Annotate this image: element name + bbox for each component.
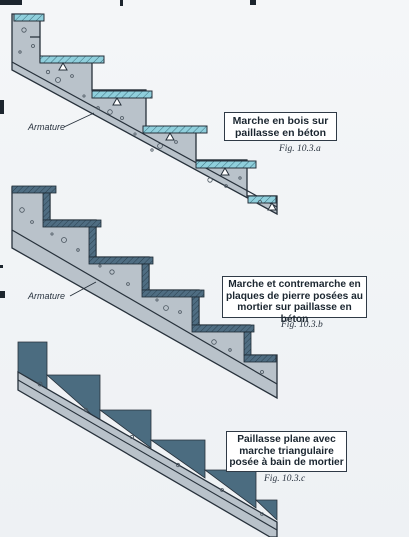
caption-b: Marche et contremarche en plaques de pie… <box>222 276 367 325</box>
caption-b-line-3: mortier sur paillasse en béton <box>237 302 352 326</box>
wood-tread <box>195 160 257 169</box>
rebar-b <box>11 229 278 385</box>
wood-tread <box>39 55 105 64</box>
armature-label-b: Armature <box>28 291 66 301</box>
caption-a: Marche en bois sur paillasse en béton <box>224 112 337 141</box>
caption-b-line-2: plaques de pierre posées au <box>225 290 364 302</box>
caption-a-line-2: paillasse en béton <box>234 127 327 140</box>
header-bar <box>0 0 256 6</box>
wood-tread <box>142 125 208 134</box>
margin-marks <box>0 100 5 298</box>
rebar-a <box>11 61 278 208</box>
aggregate <box>37 381 264 516</box>
armature-label-a: Armature <box>28 122 66 132</box>
stair-figure-a <box>11 13 278 216</box>
aggregate <box>19 207 264 374</box>
aggregate <box>18 27 262 204</box>
fig-label-c: Fig. 10.3.c <box>264 474 306 484</box>
fig-label-b: Fig. 10.3.b <box>281 320 323 330</box>
caption-c-line-1: Paillasse plane avec <box>237 434 336 445</box>
wood-tread <box>91 90 153 99</box>
caption-a-line-1: Marche en bois sur <box>232 115 329 127</box>
stair-figure-b <box>11 185 278 400</box>
rebar-c <box>17 379 278 531</box>
stair-figure-c <box>17 341 278 537</box>
fig-label-a: Fig. 10.3.a <box>279 144 321 154</box>
caption-c-line-3: posée à bain de mortier <box>229 457 344 469</box>
wood-tread <box>247 195 277 204</box>
caption-b-line-1: Marche et contremarche en <box>228 279 361 290</box>
caption-c: Paillasse plane avec marche triangulaire… <box>226 431 347 472</box>
caption-c-line-2: marche triangulaire <box>239 445 334 457</box>
wood-tread <box>13 13 45 22</box>
